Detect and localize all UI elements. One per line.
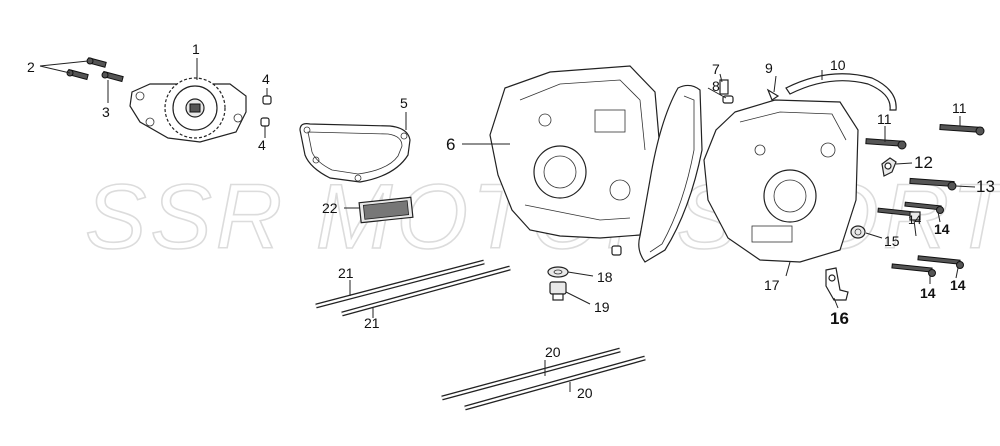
- callout-labels: 1 2 3 4 4 5 6 7 8 9 10 11 11 12 13 14 14…: [27, 41, 995, 401]
- part-4-dowel-pins[interactable]: [260, 95, 272, 127]
- callout-14a: 14: [934, 221, 950, 237]
- part-2-bolts[interactable]: [66, 57, 107, 81]
- callout-7: 7: [712, 61, 720, 77]
- callout-5: 5: [400, 95, 408, 111]
- callout-14d: 14: [920, 285, 936, 301]
- part-14-bolt-d[interactable]: [891, 263, 936, 277]
- part-3-bolt[interactable]: [101, 70, 124, 83]
- part-14-bolt-c[interactable]: [917, 255, 964, 269]
- callout-4a: 4: [262, 71, 270, 87]
- part-20-stud-upper[interactable]: [441, 347, 621, 401]
- part-8b-dowel[interactable]: [611, 245, 622, 256]
- callout-4b: 4: [258, 137, 266, 153]
- part-1-oil-pump[interactable]: [129, 77, 247, 143]
- callout-1: 1: [192, 41, 200, 57]
- part-12-bracket[interactable]: [881, 157, 897, 177]
- callout-19: 19: [594, 299, 610, 315]
- callout-16: 16: [830, 309, 849, 328]
- callout-18: 18: [597, 269, 613, 285]
- part-21-stud-lower[interactable]: [341, 265, 511, 317]
- callout-8: 8: [712, 78, 720, 94]
- callout-2: 2: [27, 59, 35, 75]
- part-15-washer[interactable]: [850, 225, 866, 239]
- callout-9: 9: [765, 60, 773, 76]
- callout-15: 15: [884, 233, 900, 249]
- callout-21a: 21: [338, 265, 354, 281]
- part-17-right-crankcase[interactable]: [703, 99, 859, 263]
- part-6-left-crankcase[interactable]: [489, 65, 661, 239]
- part-14-bolt-b[interactable]: [877, 207, 921, 221]
- callout-11b: 11: [877, 111, 892, 127]
- part-11-bolt-upper[interactable]: [939, 124, 985, 136]
- callout-22: 22: [322, 200, 338, 216]
- part-22-oil-screen[interactable]: [358, 196, 414, 224]
- leader-lines: [39, 58, 976, 392]
- part-9-clip[interactable]: [766, 88, 780, 101]
- callout-6: 6: [446, 135, 455, 154]
- part-13-bolt[interactable]: [909, 177, 957, 191]
- callout-13: 13: [976, 177, 995, 196]
- callout-10: 10: [830, 57, 846, 73]
- callout-14b: 14: [908, 213, 922, 227]
- part-7-bolt[interactable]: [719, 79, 729, 95]
- callout-20b: 20: [577, 385, 593, 401]
- callout-12: 12: [914, 153, 933, 172]
- callout-3: 3: [102, 104, 110, 120]
- part-11-bolt-lower[interactable]: [865, 138, 907, 150]
- part-14-bolt-a[interactable]: [904, 201, 944, 214]
- crankcase-gasket[interactable]: [638, 84, 703, 263]
- callout-17: 17: [764, 277, 780, 293]
- callout-20a: 20: [545, 344, 561, 360]
- part-19-drain-plug[interactable]: [549, 281, 567, 301]
- callout-14c: 14: [950, 277, 966, 293]
- callout-11a: 11: [952, 100, 967, 116]
- callout-21b: 21: [364, 315, 380, 331]
- part-18-washer[interactable]: [547, 266, 569, 278]
- part-5-gasket[interactable]: [299, 123, 411, 183]
- part-21-stud-upper[interactable]: [315, 259, 485, 309]
- part-16-bracket[interactable]: [825, 267, 849, 301]
- part-20-stud-lower[interactable]: [464, 355, 646, 411]
- part-10-breather-hose[interactable]: [785, 73, 897, 111]
